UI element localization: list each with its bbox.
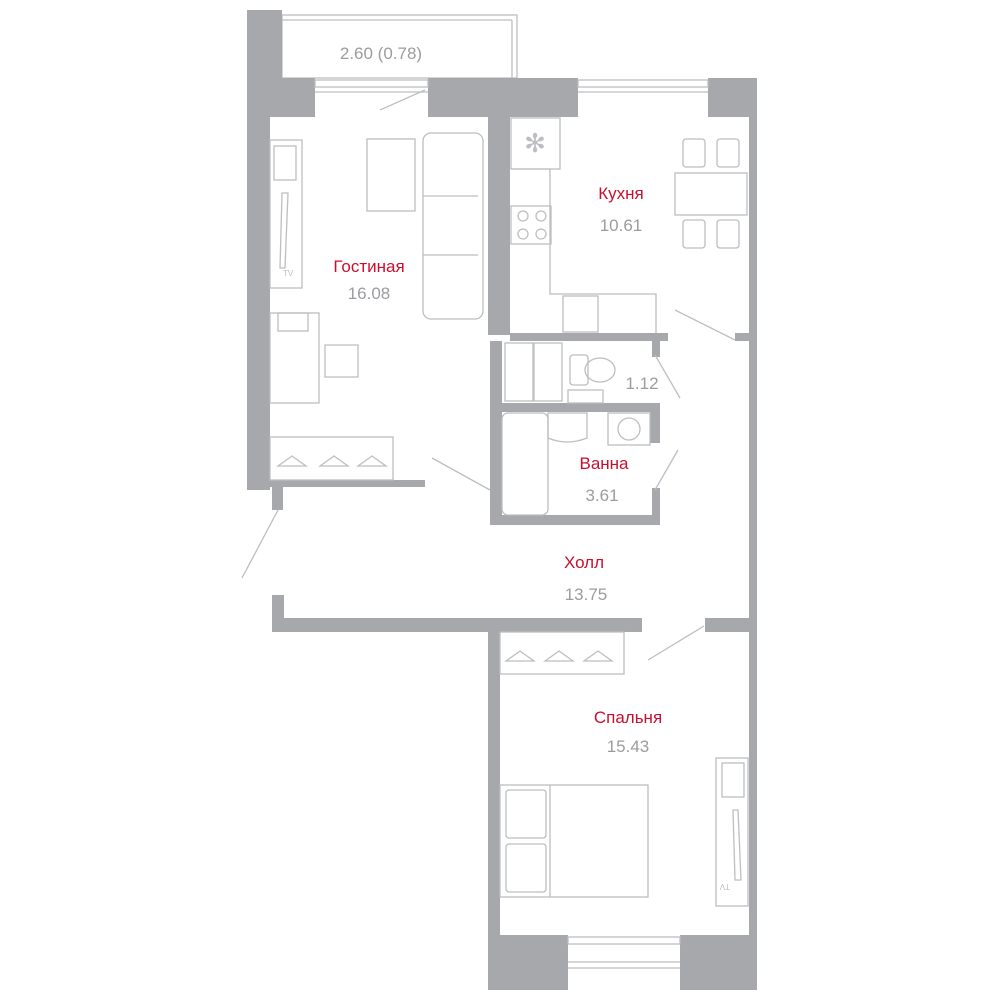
- bedroom-area: 15.43: [607, 737, 650, 756]
- room-labels: Гостиная 16.08 Кухня 10.61 1.12 Ванна 3.…: [333, 184, 662, 756]
- kitchen-furniture: ✻: [510, 117, 748, 333]
- hall-name: Холл: [564, 553, 604, 572]
- kitchen-area: 10.61: [600, 216, 643, 235]
- bedroom-name: Спальня: [594, 708, 662, 727]
- walls: [247, 10, 757, 990]
- bath-name: Ванна: [579, 454, 629, 473]
- windows: [314, 79, 709, 969]
- snowflake-icon: ✻: [524, 128, 546, 158]
- hall-area: 13.75: [565, 585, 608, 604]
- bedroom-furniture: TV: [499, 631, 749, 907]
- doors: [241, 309, 736, 661]
- tv-label: TV: [283, 269, 294, 278]
- bathroom-fixtures: [501, 342, 651, 516]
- wc-area: 1.12: [625, 374, 658, 393]
- bath-area: 3.61: [585, 486, 618, 505]
- living-furniture: TV: [269, 132, 484, 481]
- balcony-area: 2.60 (0.78): [340, 44, 422, 63]
- living-room-name: Гостиная: [333, 257, 404, 276]
- living-room-area: 16.08: [348, 284, 391, 303]
- balcony: 2.60 (0.78): [281, 14, 518, 79]
- tv-label-bedroom: TV: [719, 882, 730, 891]
- kitchen-name: Кухня: [598, 184, 644, 203]
